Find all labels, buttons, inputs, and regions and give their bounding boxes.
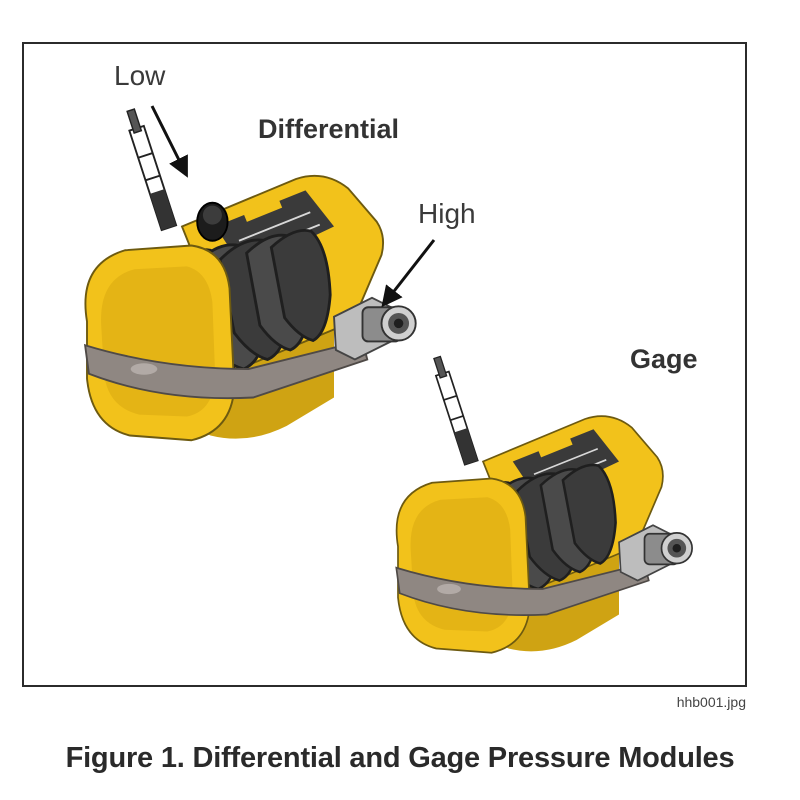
image-file-id: hhb001.jpg — [676, 694, 746, 710]
low-port-label: Low — [114, 60, 166, 91]
differential-pressure-module-icon — [83, 106, 418, 442]
figure-frame: Low Differential High Gage — [22, 42, 747, 687]
figure-illustration — [83, 105, 694, 655]
gage-pressure-module-icon — [395, 354, 694, 655]
gage-label: Gage — [630, 344, 698, 374]
figure-caption: Figure 1. Differential and Gage Pressure… — [65, 742, 735, 774]
low-arrow — [150, 105, 188, 178]
high-arrow — [381, 239, 436, 308]
high-port-label: High — [418, 198, 476, 229]
differential-label: Differential — [258, 114, 400, 144]
